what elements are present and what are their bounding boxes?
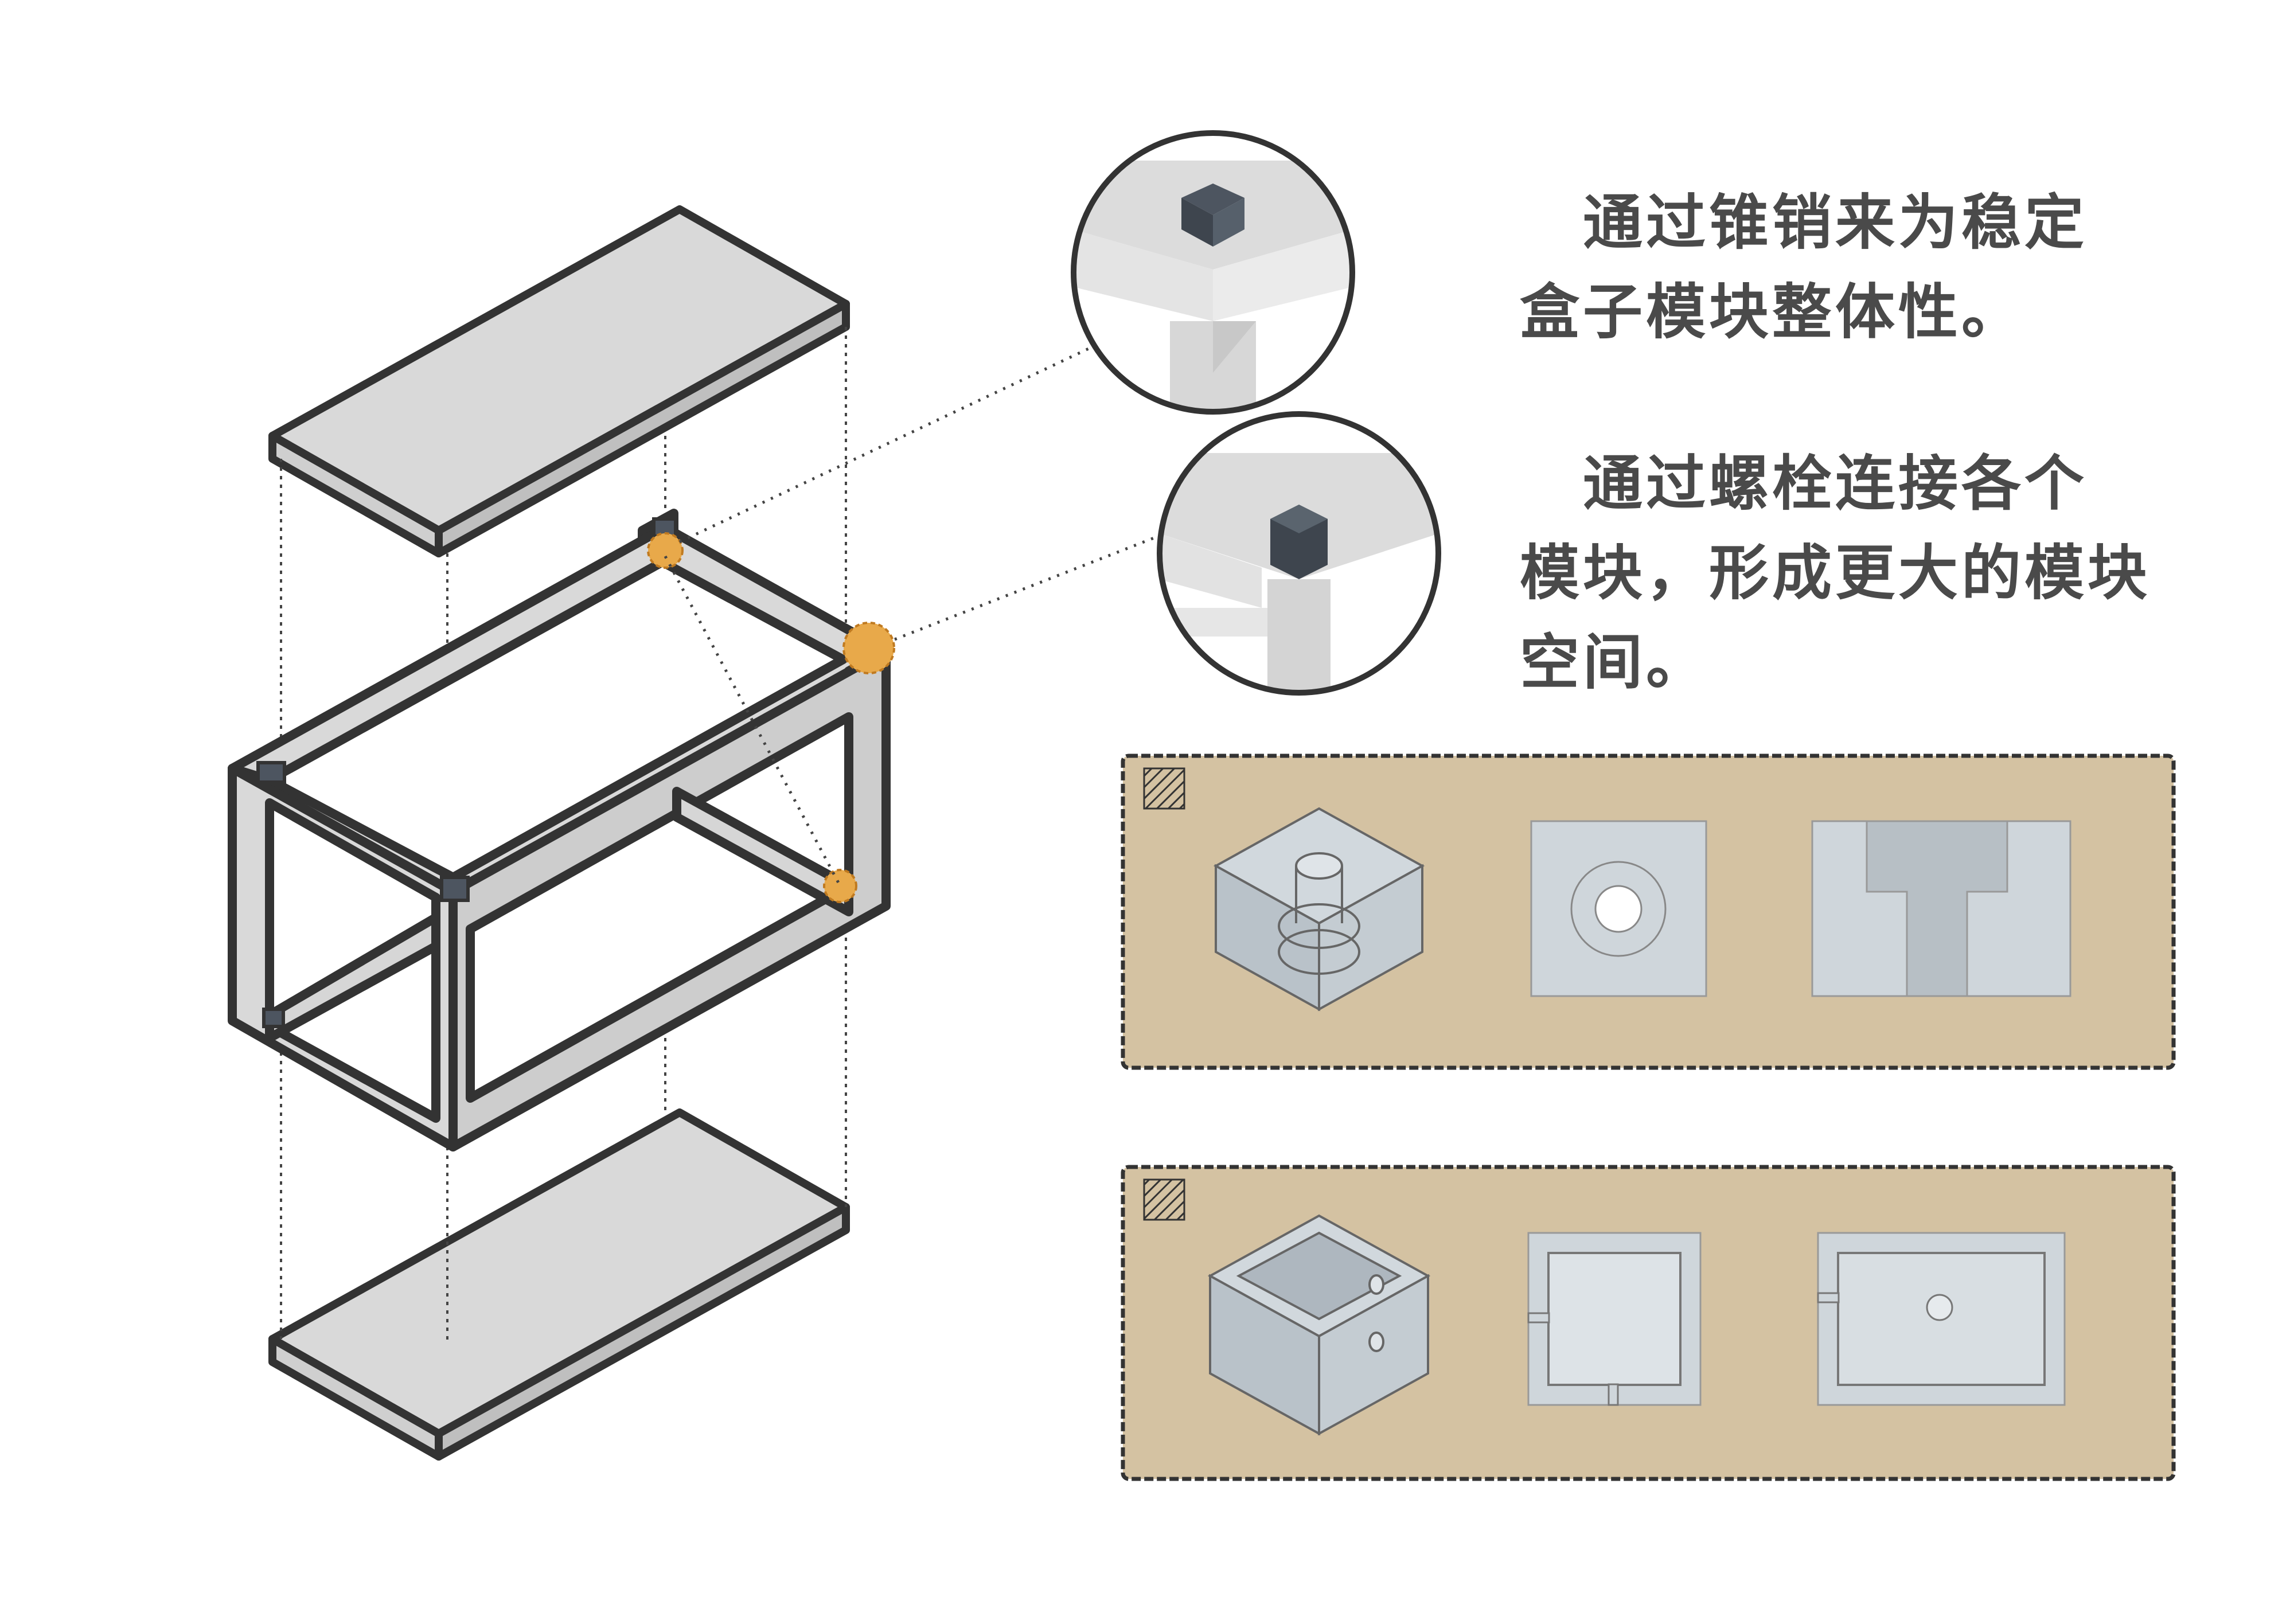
dowel-block-plan xyxy=(1530,820,1707,997)
dowel-caption-line: 通过锥销来为稳定 xyxy=(1520,188,2088,257)
info-panel-dowel xyxy=(1121,754,2176,1070)
bolt-caption: 通过螺栓连接各个 模块，形成更大的模块 空间。 xyxy=(1520,439,2151,707)
info-panel-bolt xyxy=(1121,1165,2176,1481)
bottom-slab xyxy=(268,1108,850,1461)
bolt-block-plan xyxy=(1527,1232,1702,1406)
hatch-icon xyxy=(1143,1178,1185,1221)
hatch-icon xyxy=(1143,767,1185,810)
dowel-block-section xyxy=(1811,820,2071,997)
dowel-block-axo xyxy=(1213,807,1425,1012)
connector-blocks xyxy=(256,517,677,1028)
frame xyxy=(228,509,891,1151)
bolt-caption-line: 通过螺栓连接各个 xyxy=(1520,448,2088,518)
bolt-block-section xyxy=(1817,1232,2066,1406)
detail-circle-dowel xyxy=(1071,130,1355,415)
bolt-caption-line: 空间。 xyxy=(1520,627,1710,697)
leader-lines xyxy=(664,342,1159,887)
highlight-markers xyxy=(647,532,895,903)
dowel-caption-line: 盒子模块整体性。 xyxy=(1520,277,2025,347)
bolt-block-axo xyxy=(1207,1214,1431,1436)
top-slab xyxy=(268,205,850,557)
bolt-caption-line: 模块，形成更大的模块 xyxy=(1520,538,2151,608)
detail-circle-bolt xyxy=(1157,411,1441,696)
dowel-caption: 通过锥销来为稳定 盒子模块整体性。 xyxy=(1520,178,2088,357)
